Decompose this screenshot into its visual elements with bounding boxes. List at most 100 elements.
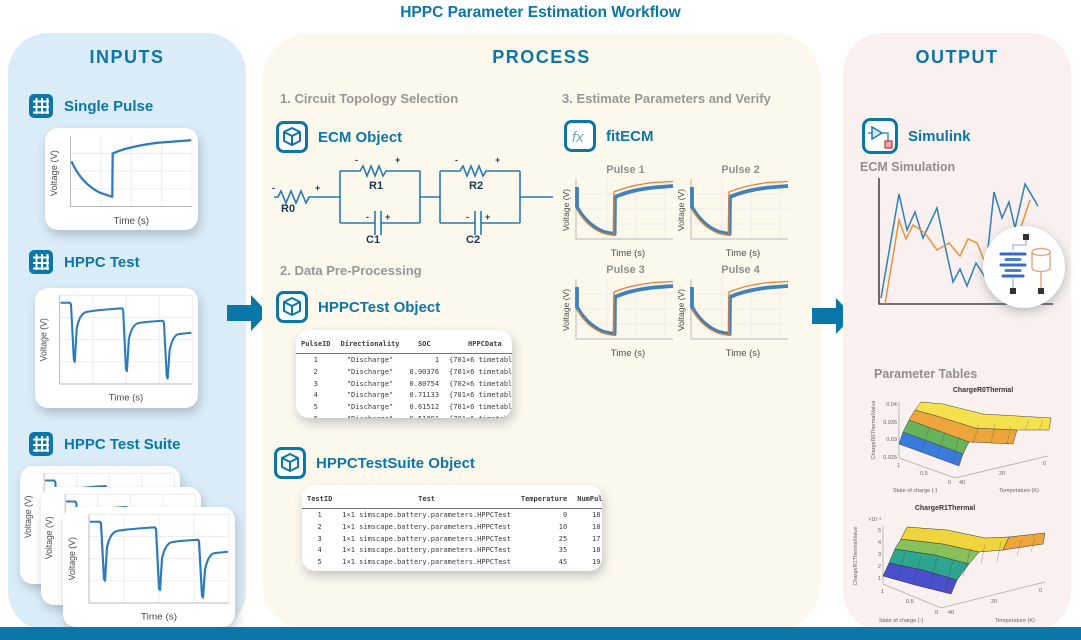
x-axis-label: Time (s) <box>114 216 150 227</box>
pulse4-chart: Voltage (V) Time (s) <box>677 277 790 359</box>
z-tick: 3 <box>878 552 881 558</box>
r1-minus-sign: - <box>355 155 358 165</box>
ecm-object-label: ECM Object <box>318 128 403 146</box>
temp-tick: 40 <box>959 480 965 486</box>
simulink-label: Simulink <box>908 127 971 145</box>
fx-function-icon: fx <box>564 120 596 152</box>
hppctestsuite-table: TestIDTestTemperatureNumPulses11×1 simsc… <box>302 485 602 571</box>
soc-axis-label: State of charge (-) <box>893 488 937 494</box>
soc-tick: 0.5 <box>906 599 914 605</box>
c1-label: C1 <box>366 234 380 245</box>
z-tick: 0.04 <box>886 402 897 408</box>
z-tick: 0.035 <box>883 420 897 426</box>
c1-minus-sign: - <box>366 212 369 222</box>
c1-plus-sign: + <box>385 212 390 222</box>
z-axis-label: ChargeR1ThermalValue <box>853 527 859 586</box>
r2-minus-sign: - <box>455 155 458 165</box>
z-axis-label: ChargeR0ThermalValue <box>871 401 877 460</box>
fitecm-label: fitECM <box>606 127 654 145</box>
ecm-object-item: ECM Object <box>276 121 402 153</box>
output-header: OUTPUT <box>915 47 999 67</box>
r1-plus-sign: + <box>395 155 400 165</box>
r1-label: R1 <box>369 180 383 192</box>
step1-heading: 1. Circuit Topology Selection <box>280 91 459 106</box>
suite-chart-back: Voltage (V) <box>23 472 176 562</box>
pulse2-chart: Voltage (V) Time (s) <box>677 177 790 259</box>
pulse1-chart: Voltage (V) Time (s) <box>562 177 675 259</box>
temp-tick: 40 <box>948 610 954 616</box>
suite-chart-middle: Voltage (V) <box>44 493 197 583</box>
parameter-tables-label: Parameter Tables <box>874 367 978 381</box>
r0-plus-sign: + <box>315 183 320 193</box>
hppctest-object-label: HPPCTest Object <box>318 298 441 316</box>
pulse1-title: Pulse 1 <box>606 164 645 176</box>
z-tick: 1 <box>878 576 881 582</box>
z-tick: 0.025 <box>883 455 897 461</box>
z-tick: 5 <box>878 528 881 534</box>
soc-axis-label: State of charge (-) <box>879 618 923 624</box>
soc-tick: 0 <box>948 480 951 486</box>
hppc-test-suite-label: HPPC Test Suite <box>64 435 181 453</box>
table-grid-icon <box>28 93 54 119</box>
cube-object-icon <box>276 121 308 153</box>
suite-chart-card-front: Voltage (V) Time (s) <box>63 507 235 627</box>
surface2-title: ChargeR1Thermal <box>915 505 975 512</box>
z-tick: 4 <box>878 540 881 546</box>
suite-chart-front: Voltage (V) Time (s) <box>67 513 231 623</box>
pulse3-title: Pulse 3 <box>606 264 645 276</box>
ecm-circuit-diagram: - + R0 - + R1 - + C1 - + R2 - + C2 <box>272 155 553 245</box>
surface-plot-charger1thermal: ChargeR1Thermal ×10⁻³ 1 2 3 4 5 ChargeR1… <box>853 505 1046 624</box>
y-axis-label: Voltage (V) <box>562 289 571 331</box>
process-header: PROCESS <box>492 47 591 67</box>
output-panel: OUTPUT Simulink ECM Simulation <box>843 33 1071 631</box>
soc-tick: 0 <box>935 610 938 616</box>
z-tick: 2 <box>878 564 881 570</box>
single-pulse-item: Single Pulse <box>28 93 153 119</box>
hppc-test-suite-item: HPPC Test Suite <box>28 431 180 457</box>
hppctest-object-item: HPPCTest Object <box>276 291 440 323</box>
table-grid-icon <box>28 249 54 275</box>
pulse2-plot: Pulse 2 Voltage (V) Time (s) <box>677 164 790 261</box>
bottom-accent-bar <box>0 627 1081 640</box>
y-axis-label: Voltage (V) <box>562 189 571 231</box>
temp-axis-label: Temperature (K) <box>995 618 1035 624</box>
fx-glyph: fx <box>572 129 584 146</box>
hppc-test-label: HPPC Test <box>64 253 140 271</box>
temp-tick: 0 <box>1043 461 1046 467</box>
c2-minus-sign: - <box>466 212 469 222</box>
simulink-icon <box>862 118 898 154</box>
x-axis-label: Time (s) <box>726 348 760 359</box>
r0-label: R0 <box>281 203 295 215</box>
pulse1-plot: Pulse 1 Voltage (V) Time (s) <box>562 164 675 261</box>
single-pulse-label: Single Pulse <box>64 97 154 115</box>
r0-minus-sign: - <box>272 183 275 193</box>
y-axis-label: Voltage (V) <box>49 150 59 196</box>
x-axis-label: Time (s) <box>109 393 143 403</box>
y-axis-label: Voltage (V) <box>677 289 686 331</box>
temp-axis-label: Temperature (K) <box>999 488 1039 494</box>
hppctestsuite-object-item: HPPCTestSuite Object <box>274 447 475 479</box>
cube-object-icon <box>274 447 306 479</box>
z-exponent: ×10⁻³ <box>868 517 881 523</box>
ecm-simulation-label: ECM Simulation <box>860 160 956 174</box>
y-axis-label: Voltage (V) <box>67 537 77 580</box>
surface1-title: ChargeR0Thermal <box>953 387 1013 394</box>
y-axis-label: Voltage (V) <box>677 189 686 231</box>
flow-arrow-inputs-to-process <box>227 295 268 331</box>
table-grid-icon <box>28 431 54 457</box>
single-pulse-chart: Voltage (V) Time (s) <box>49 135 193 227</box>
x-axis-label: Time (s) <box>726 248 760 259</box>
simulink-item: Simulink <box>862 118 971 154</box>
pulse3-plot: Pulse 3 Voltage (V) Time (s) <box>562 264 675 361</box>
step3-heading: 3. Estimate Parameters and Verify <box>562 91 771 106</box>
c2-label: C2 <box>466 234 480 245</box>
x-axis-label: Time (s) <box>611 348 645 359</box>
battery-component-badge <box>983 226 1065 308</box>
z-tick: 0.03 <box>886 437 897 443</box>
hppc-test-chart-card: Voltage (V) Time (s) <box>35 288 198 408</box>
y-axis-label: Voltage (V) <box>38 318 48 361</box>
x-axis-label: Time (s) <box>141 612 177 623</box>
soc-tick: 0.5 <box>920 471 928 477</box>
x-axis-label: Time (s) <box>611 248 645 259</box>
